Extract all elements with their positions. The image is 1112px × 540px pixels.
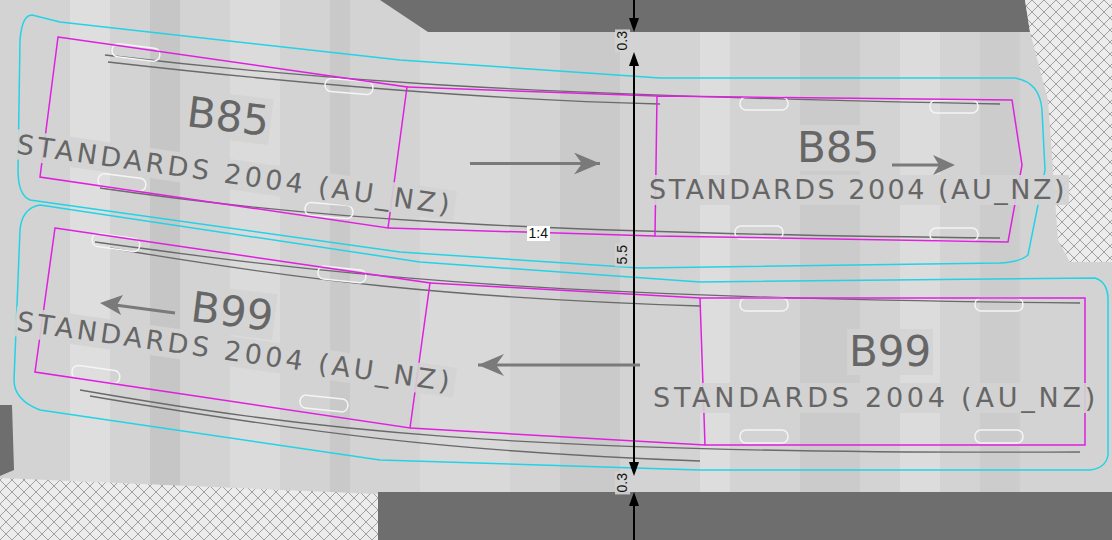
wheel [930, 228, 978, 241]
segment-outline-shape [700, 298, 1085, 445]
aerial-stripe [800, 0, 860, 540]
wheel [740, 430, 788, 443]
wheel [740, 298, 788, 311]
aerial-stripe [560, 0, 620, 540]
travel-arrow-line [115, 305, 175, 313]
aerial-stripe [70, 0, 110, 540]
swept-path-segment: B85STANDARDS 2004 (AU_NZ) [8, 30, 470, 235]
vehicle-code: B85 [795, 125, 881, 171]
swept-path-edge [410, 428, 705, 445]
dimension-arrowhead [629, 52, 639, 66]
wheel-track [90, 396, 700, 461]
boundary-band [0, 405, 14, 476]
clearance-envelope [14, 205, 1108, 470]
aerial-stripe [700, 0, 730, 540]
wheel [975, 430, 1023, 443]
wheel [975, 298, 1023, 311]
travel-arrow-head [933, 155, 955, 175]
boundary-band [378, 492, 1112, 540]
vehicle-code: B99 [847, 329, 933, 375]
wheel [930, 100, 978, 113]
swept-path-edge [407, 87, 657, 96]
swept-path-segment: B85STANDARDS 2004 (AU_NZ) [600, 92, 1070, 242]
hatched-building [0, 478, 378, 540]
hatched-building [1025, 0, 1112, 262]
clearance-envelope [18, 15, 1045, 268]
swept-path-edge [388, 228, 655, 236]
dimension-value: 5.5 [615, 242, 630, 265]
swept-path-edge [430, 283, 700, 298]
dimension-arrowhead [629, 462, 639, 476]
travel-arrow-head [100, 295, 123, 315]
travel-arrow-line [892, 164, 940, 167]
dimension-line [633, 60, 635, 468]
swept-path-segment: B99STANDARDS 2004 (AU_NZ) [640, 295, 1105, 447]
aerial-texture [70, 0, 1020, 540]
aerial-stripe [900, 0, 940, 540]
aerial-stripe [150, 0, 180, 540]
aerial-stripe [420, 0, 510, 540]
travel-direction-arrow [470, 162, 600, 165]
dimension [629, 0, 639, 540]
wheel [91, 233, 140, 253]
boundary-band [380, 0, 1030, 32]
wheel [299, 395, 348, 413]
scale-note: 1:4 [527, 226, 550, 241]
dimension-value: 0.3 [615, 470, 630, 493]
swept-path-segment: B99STANDARDS 2004 (AU_NZ) [8, 225, 478, 435]
aerial-stripe [980, 0, 1020, 540]
segment-outline-shape [655, 96, 1022, 242]
dimension-value: 0.3 [615, 28, 630, 51]
design-standard-label: STANDARDS 2004 (AU_NZ) [651, 383, 1101, 413]
wheel [740, 97, 788, 110]
travel-direction-arrow [478, 364, 640, 367]
dimension-arrowhead [629, 492, 639, 506]
design-standard-label: STANDARDS 2004 (AU_NZ) [13, 129, 457, 220]
design-standard-label: STANDARDS 2004 (AU_NZ) [647, 175, 1069, 205]
vehicle-code: B85 [183, 89, 274, 145]
dimension-arrowhead [629, 18, 639, 32]
